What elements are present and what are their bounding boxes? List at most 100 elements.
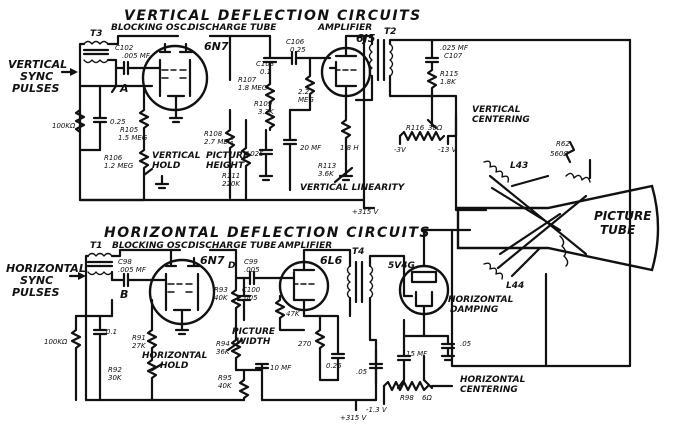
t1-wiring — [84, 248, 182, 402]
c102-capacitor — [114, 60, 154, 76]
r22-resistor — [288, 56, 316, 112]
v-6j5-internals — [328, 46, 358, 104]
r91-r92 — [146, 298, 158, 402]
r105-r106-chain — [138, 84, 150, 202]
c99-value: .005 — [244, 266, 260, 274]
minus13v-label: -13 V — [438, 146, 458, 154]
t4-wiring — [338, 248, 386, 402]
t4-core — [354, 260, 364, 304]
r107-label: R107 — [238, 76, 257, 84]
horizontal-hold-arrow — [150, 362, 164, 372]
v-6n7-internals — [150, 42, 194, 112]
r111-resistor — [240, 118, 252, 202]
t1-label: T1 — [90, 241, 102, 251]
r91-label: R91 — [132, 334, 146, 342]
c106-capacitor — [274, 50, 332, 66]
r115-value: 1.8K — [440, 78, 457, 86]
vertical-sync-label-3: PULSES — [12, 82, 59, 95]
t4-label: T4 — [352, 247, 364, 257]
t1-primary — [87, 252, 113, 257]
v-c025-label: 0.25 — [110, 118, 126, 126]
c106-value: 0.25 — [290, 46, 306, 54]
vertical-input-arrow — [70, 68, 78, 76]
h-blocking-osc: BLOCKING OSC. — [112, 241, 191, 251]
t3-core — [82, 48, 110, 56]
c103-value: 0.1 — [260, 68, 271, 76]
h-c10mf-label: 10 MF — [270, 364, 292, 372]
h-6l6-label: 6L6 — [320, 254, 343, 267]
h-5v4g-input — [382, 254, 414, 298]
vertical-hold-1: VERTICAL — [152, 151, 201, 161]
yoke-crossing-wires — [488, 174, 588, 270]
v-6n7-ground — [168, 108, 184, 124]
r93-label: R93 — [214, 286, 228, 294]
l44-pointer — [510, 246, 542, 278]
horizontal-section-title: HORIZONTAL DEFLECTION CIRCUITS — [104, 225, 431, 241]
node-b-label: B — [120, 288, 128, 301]
r95-resistor — [238, 368, 250, 402]
t4-primary — [346, 265, 351, 299]
h-c01-label: 0.1 — [106, 328, 117, 336]
r108-value: 2.7 MEG — [204, 138, 234, 146]
h-r270 — [314, 314, 340, 382]
h-c05b — [368, 348, 384, 386]
r105-label: R105 — [120, 126, 139, 134]
h-c05-label: .05 — [460, 340, 472, 348]
t1-core — [86, 260, 114, 268]
h-c05b-label: .05 — [356, 368, 368, 376]
t2-core — [376, 38, 386, 82]
r92-value: 30K — [108, 374, 123, 382]
picture-tube-label-1: PICTURE — [594, 209, 652, 223]
t2-label: T2 — [384, 27, 396, 37]
picture-width-1: PICTURE — [232, 327, 276, 337]
horizontal-input-arrow — [78, 272, 86, 280]
vertical-sync-label-1: VERTICAL — [8, 58, 67, 71]
picture-width-arrow — [226, 338, 244, 352]
r94-value: 36K — [216, 348, 231, 356]
r98-resistor — [382, 380, 430, 392]
h-6l6-internals — [278, 260, 316, 318]
r106-value: 1.2 MEG — [104, 162, 134, 170]
t2-primary — [368, 43, 373, 77]
horizontal-damping-1: HORIZONTAL — [448, 295, 514, 305]
vertical-linearity-1: VERTICAL LINEARITY — [300, 183, 406, 193]
r62-resistor — [564, 140, 592, 180]
r113-label: R113 — [318, 162, 336, 170]
h-amplifier: AMPLIFIER — [277, 241, 332, 251]
r109-value: 3.3K — [258, 108, 275, 116]
h-d-r93 — [208, 248, 242, 322]
v-amplifier: AMPLIFIER — [317, 23, 372, 33]
horizontal-sync-label-1: HORIZONTAL — [6, 262, 86, 275]
h-c15mf-label: 15 MF — [406, 350, 428, 358]
node-a-arrow — [110, 66, 118, 94]
t2-primary-wiring — [354, 34, 374, 102]
r113-value: 3.6K — [318, 170, 335, 178]
vertical-section-title: VERTICAL DEFLECTION CIRCUITS — [124, 8, 422, 24]
l43-pointer — [510, 174, 550, 188]
v-c20mf — [282, 108, 298, 192]
v-l18h-label: 1.8 H — [340, 144, 359, 152]
h-6n7-ground — [174, 322, 190, 336]
h-c05 — [422, 318, 456, 362]
h-5v4g-internals — [410, 228, 460, 322]
h-6n7-grids — [167, 283, 193, 293]
c107-r115 — [424, 38, 440, 98]
l44-wiring — [456, 228, 548, 368]
r94-resistor — [230, 318, 242, 372]
r107-value: 1.8 MEG — [238, 84, 268, 92]
l43-label: L43 — [510, 161, 528, 171]
c100-value: .005 — [242, 294, 258, 302]
v-blocking-osc: BLOCKING OSC. — [111, 23, 190, 33]
h-c01 — [74, 314, 114, 402]
t4-secondary — [369, 265, 374, 299]
l44-label: L44 — [506, 281, 524, 291]
r62-label: R62 — [556, 140, 570, 148]
t3-wiring-2 — [78, 58, 118, 152]
l44-coil-right — [559, 235, 569, 267]
c98-capacitor — [110, 270, 154, 288]
picture-tube-outline — [456, 184, 660, 272]
vertical-hold-2: HOLD — [152, 161, 181, 171]
h-r100k-label: 100KΩ — [44, 338, 68, 346]
vertical-deflection-circuit: VERTICAL SYNC PULSES T3 C102 .005 MF A 1… — [8, 23, 632, 216]
